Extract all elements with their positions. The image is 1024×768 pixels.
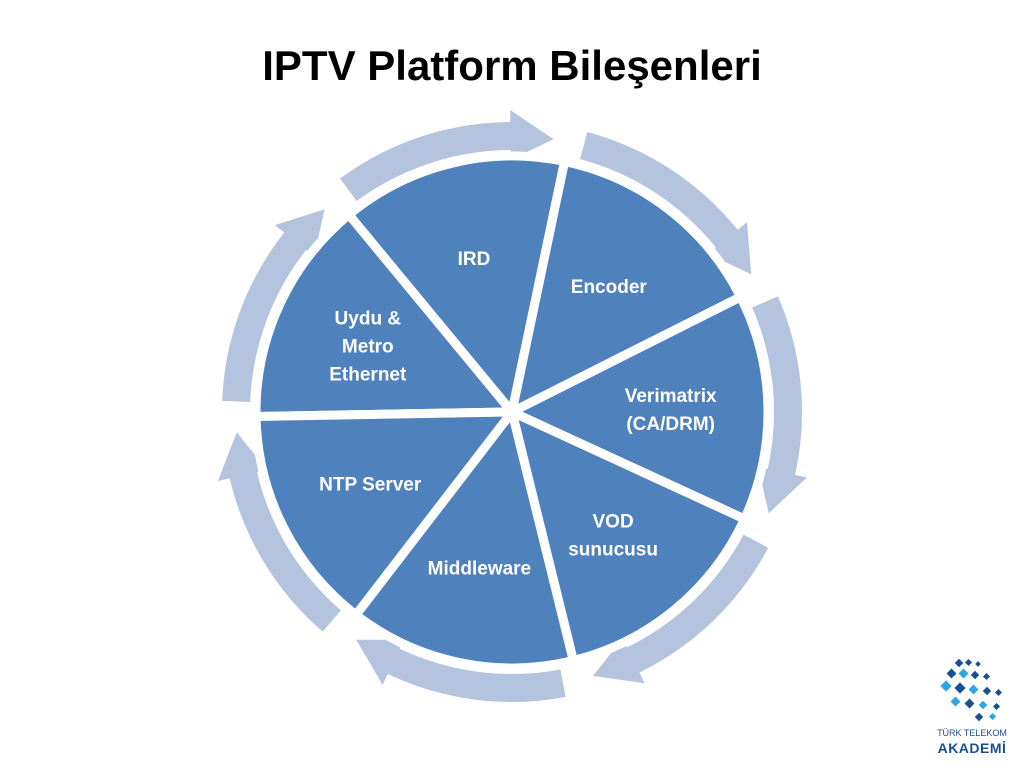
logo-square [975, 661, 981, 667]
segment-label-line: IRD [458, 249, 491, 270]
segment-label-line: NTP Server [319, 474, 422, 495]
segment-label-line: Encoder [571, 277, 648, 298]
logo-square [982, 686, 992, 696]
cycle-arrow [356, 639, 566, 703]
segment-label: VOD sunucusu [568, 511, 658, 560]
slide-title: IPTV Platform Bileşenleri [262, 42, 762, 89]
logo-square [974, 712, 984, 722]
segment-label: Middleware [428, 558, 531, 579]
segment-label: Encoder [571, 277, 648, 298]
segment-label: IRD [458, 249, 491, 270]
segment-label: NTP Server [319, 474, 422, 495]
logo-square [970, 670, 980, 680]
cycle-arrow [592, 534, 769, 684]
logo-square [964, 658, 973, 667]
logo-square [954, 682, 966, 694]
pie-segment [507, 407, 750, 666]
segment-label-line: Metro [342, 337, 394, 358]
pie-segment [507, 292, 773, 524]
cycle-arrow [752, 296, 807, 514]
pie-segment [251, 210, 517, 421]
logo-square [968, 684, 979, 695]
logo-square [988, 712, 997, 721]
logo-square [978, 700, 988, 710]
logo-line-1: TÜRK TELEKOM [937, 728, 1007, 738]
logo-square [946, 668, 957, 679]
pie-segment [251, 407, 517, 620]
logo-square [994, 688, 1003, 697]
turk-telekom-akademi-logo: TÜRK TELEKOM AKADEMİ [932, 652, 1012, 762]
segment-label-line: Verimatrix [625, 386, 717, 407]
cycle-arrow [222, 209, 325, 402]
segment-label-line: VOD [593, 511, 634, 532]
cycle-arrow [217, 432, 341, 632]
segment-label: Verimatrix (CA/DRM) [625, 386, 717, 435]
logo-square [982, 672, 991, 681]
logo-square [964, 698, 975, 709]
pie-segments [251, 151, 773, 673]
logo-square [958, 668, 969, 679]
pie-segment [507, 156, 746, 417]
segment-label-line: sunucusu [568, 539, 658, 560]
logo-line-2: AKADEMİ [937, 740, 1007, 756]
pie-segment [351, 407, 578, 673]
logo-square [954, 658, 964, 668]
cycle-arrow [340, 110, 554, 202]
segment-label-line: Middleware [428, 558, 531, 579]
logo-square [992, 702, 1001, 711]
segment-label-line: Uydu & [335, 309, 402, 330]
cycle-arrows [217, 110, 807, 703]
logo-square [940, 680, 952, 692]
pie-segment [344, 151, 570, 417]
segment-label-line: (CA/DRM) [626, 414, 715, 435]
logo-mark-icon [940, 658, 1003, 722]
cycle-arrow [580, 131, 752, 275]
logo-square [950, 696, 961, 707]
segment-label-line: Ethernet [329, 365, 407, 386]
center-hub [506, 406, 518, 418]
